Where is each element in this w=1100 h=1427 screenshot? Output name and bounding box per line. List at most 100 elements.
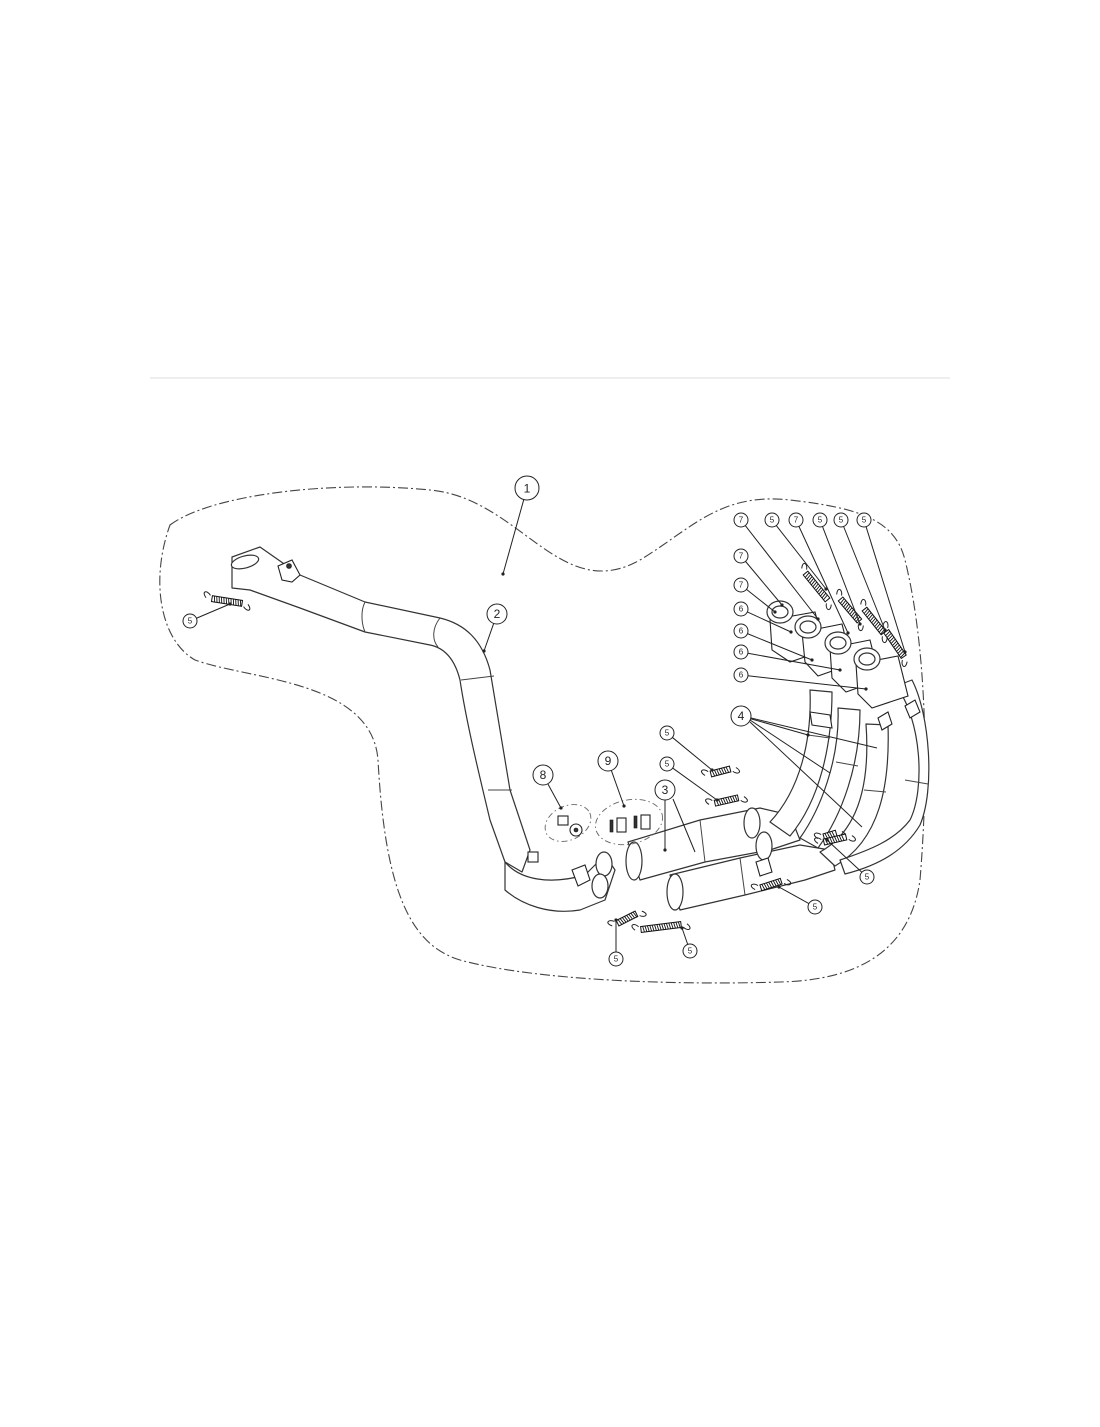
gasket-ring-inner [829, 636, 847, 650]
coil-turn [847, 607, 853, 613]
junction-bracket [571, 864, 591, 887]
callout-c5j: 5 [833, 512, 849, 528]
coil-turn [812, 581, 818, 588]
spring-hook [783, 878, 792, 886]
tension-spring [860, 598, 888, 644]
group-outline [594, 798, 664, 846]
callout-label: 6 [739, 627, 744, 636]
coil-turn [718, 768, 723, 775]
coil-turn [232, 598, 235, 606]
callout-label: 5 [862, 516, 867, 525]
leader-line [826, 839, 863, 873]
leader-line [744, 525, 819, 620]
leader-dot [622, 804, 626, 808]
collector-bracket [755, 857, 773, 877]
coil-turn [814, 583, 819, 589]
coil-turn [900, 652, 906, 658]
coil-turn [770, 881, 775, 887]
coil-turn [831, 836, 836, 843]
coil-turn [723, 767, 727, 774]
leader-dot [864, 687, 868, 691]
callout-label: 5 [839, 516, 844, 525]
callout-circle [486, 603, 508, 625]
spring-hook [881, 636, 888, 644]
tension-spring [700, 765, 741, 778]
coil-turn [892, 640, 897, 646]
coil-turn [630, 912, 636, 919]
coil-turn [624, 916, 629, 922]
coil-turn [761, 884, 766, 890]
tension-spring [836, 588, 864, 632]
leader-line [775, 525, 827, 590]
coil-turn [720, 798, 724, 805]
coil-turn [894, 644, 900, 650]
coil-turn [896, 646, 902, 652]
callout-circle [733, 548, 749, 564]
callout-circle [764, 512, 780, 528]
coil-turn [656, 924, 660, 931]
pipe-seam [739, 857, 746, 896]
sensor-plug-group [544, 804, 592, 842]
spring-hook [740, 796, 748, 803]
coil-turn [897, 648, 903, 654]
coil-turn [834, 836, 838, 843]
coil-turn [646, 925, 650, 932]
callout-label: 7 [739, 552, 744, 561]
coil-turn [632, 911, 638, 918]
spring-hook [639, 910, 647, 917]
collector-pipe-mouth [743, 807, 761, 839]
spring-hook [857, 624, 864, 632]
callout-circle [733, 644, 749, 660]
callout-c6d: 6 [733, 667, 749, 683]
sensor-plug [557, 815, 569, 826]
callout-c5h: 5 [764, 512, 780, 528]
coil-turn [875, 623, 881, 629]
leader-dot [789, 630, 793, 634]
leader-dot [482, 649, 486, 653]
spring-hook [801, 562, 808, 570]
callout-label: 9 [605, 754, 612, 768]
y-junction-outlet [595, 851, 613, 877]
coil-turn [818, 589, 824, 595]
pipe-seam [863, 789, 887, 793]
coil-turn [804, 572, 810, 578]
leader-line [798, 526, 849, 634]
leader-line [843, 526, 886, 631]
leader-dot [663, 848, 667, 852]
coil-turn [240, 600, 242, 607]
coil-turn [658, 924, 662, 931]
callout-label: 1 [524, 482, 531, 496]
callout-circle [182, 613, 198, 629]
leader-line [865, 526, 906, 653]
callout-c7a: 7 [733, 512, 749, 528]
callout-c9: 9 [597, 750, 619, 772]
tension-spring [203, 591, 251, 611]
leader-line [750, 717, 878, 749]
coil-turn [840, 598, 845, 604]
coil-turn [621, 917, 627, 923]
header-cross-tube [809, 711, 833, 729]
callout-c7c: 7 [733, 548, 749, 564]
leader-dot [501, 572, 505, 576]
leader-line [749, 719, 831, 774]
callout-label: 5 [614, 955, 619, 964]
callout-c7d: 7 [733, 577, 749, 593]
coil-turn [865, 610, 870, 616]
coil-turn [890, 638, 896, 644]
callout-c6b: 6 [733, 623, 749, 639]
leader-line [196, 603, 231, 619]
coil-turn [885, 630, 891, 636]
coil-turn [844, 603, 850, 610]
pipe-seam [904, 779, 929, 785]
leader-dot [858, 622, 862, 626]
spring-hook [848, 835, 856, 842]
header-pipes [769, 679, 930, 875]
coil-turn [668, 922, 672, 929]
callout-c7b: 7 [788, 512, 804, 528]
coil-turn [663, 923, 667, 930]
tension-spring [750, 877, 792, 892]
leader-dot [883, 628, 887, 632]
callout-label: 5 [665, 729, 670, 738]
gasket-ring-inner [799, 620, 817, 634]
leader-line [749, 721, 863, 828]
